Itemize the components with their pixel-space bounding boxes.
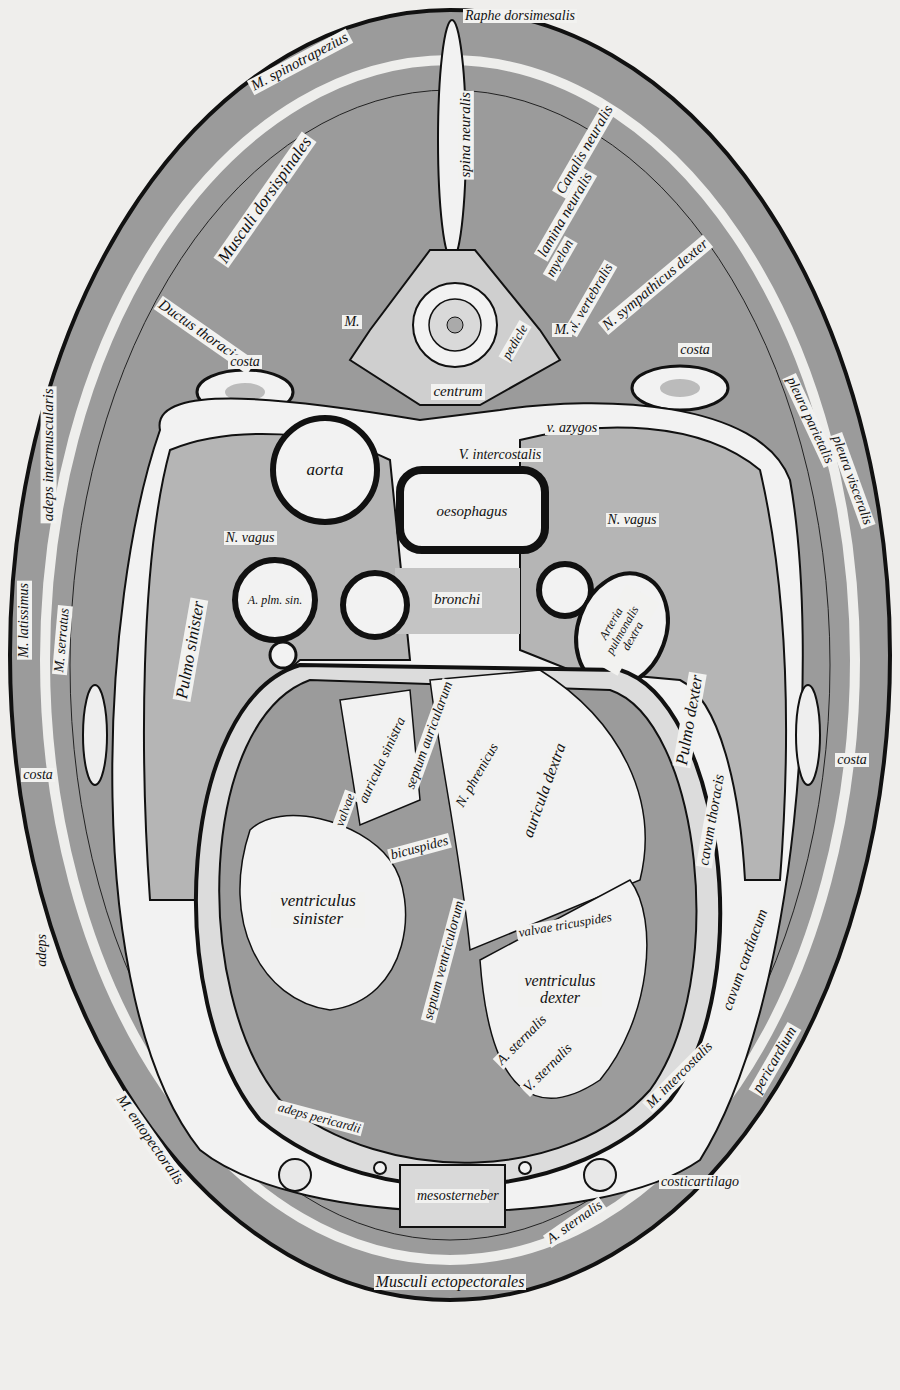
vessel <box>374 1162 386 1174</box>
right-ventricle <box>480 880 647 1098</box>
part-label: bronchi <box>432 592 482 608</box>
cord-center <box>447 317 463 333</box>
thoracic-cavity <box>112 399 802 1212</box>
part-label: N. vagus <box>224 531 277 546</box>
fascia-line <box>70 90 830 1240</box>
part-label: N. vagus <box>606 513 659 528</box>
neural-canal <box>413 283 497 367</box>
part-label: ventriculus dexter <box>518 973 602 1007</box>
body-outline <box>10 10 890 1300</box>
part-label: costa <box>835 753 869 768</box>
part-label: costa <box>228 355 262 370</box>
rib <box>83 685 107 785</box>
part-label: A. plm. sin. <box>246 594 304 607</box>
vessel <box>343 573 407 637</box>
rib <box>632 366 728 410</box>
costal-cartilage <box>279 1159 311 1191</box>
part-label: mesosterneber <box>415 1189 489 1204</box>
part-label: adeps <box>35 932 50 969</box>
part-label: M. <box>552 323 571 338</box>
left-ventricle <box>240 816 406 1010</box>
part-label: centrum <box>431 384 484 400</box>
part-label: adeps intermuscularis <box>40 387 56 524</box>
spinal-cord <box>429 299 481 351</box>
part-label: costicartilago <box>659 1175 741 1190</box>
part-label: M. latissimus <box>17 581 32 660</box>
sternebra <box>400 1165 505 1227</box>
part-label: costa <box>678 343 712 358</box>
aorta <box>273 418 377 522</box>
part-label: aorta <box>305 461 346 479</box>
part-label: V. intercostalis <box>457 448 543 463</box>
part-label: Raphe dorsimesalis <box>463 9 577 24</box>
vertebra <box>350 250 560 405</box>
part-label: oesophagus <box>435 504 510 520</box>
pericardium <box>196 665 720 1186</box>
part-label: costa <box>21 768 55 783</box>
part-label: Musculi ectopectorales <box>374 1274 527 1291</box>
pulmonary-artery <box>235 560 315 640</box>
rib-core <box>660 379 700 397</box>
bronchi <box>395 568 520 634</box>
part-label: M. <box>342 315 361 330</box>
vessel <box>270 642 296 668</box>
part-label: ventriculus sinister <box>271 892 365 928</box>
oesophagus <box>400 470 545 550</box>
part-label: spina neuralis <box>458 90 474 179</box>
rib <box>796 685 820 785</box>
part-label: v. azygos <box>545 421 599 436</box>
vessel <box>519 1162 531 1174</box>
costal-cartilage <box>584 1159 616 1191</box>
